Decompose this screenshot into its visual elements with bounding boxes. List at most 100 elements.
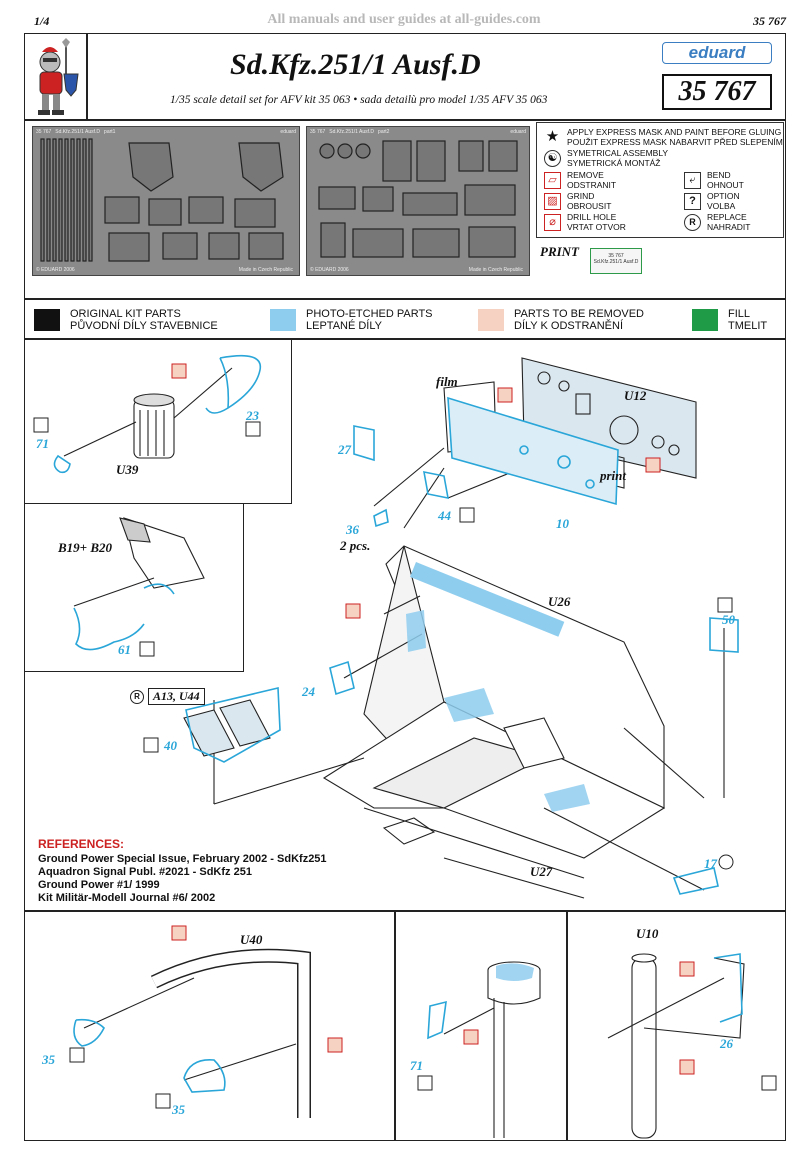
replace-note: R A13, U44 [130, 688, 205, 705]
remove-line2: DÍLY K ODSTRANĚNÍ [514, 320, 624, 332]
fret1-origin: Made in Czech Republic [238, 267, 293, 273]
fret2-brand: eduard [510, 129, 526, 135]
header-divider [86, 33, 88, 119]
colorbar-bottom-rule [24, 338, 786, 340]
reference-item: Ground Power #1/ 1999 [38, 879, 160, 891]
label-print: print [600, 468, 627, 483]
label-2pcs: 2 pcs. [340, 538, 371, 553]
swatch-pink [478, 309, 504, 331]
legend-option-line2: VOLBA [707, 201, 736, 211]
label-24: 24 [302, 684, 315, 699]
label-71b: 71 [410, 1058, 423, 1073]
fret1-code: 35 767 [36, 129, 52, 135]
drill-icon: ⌀ [544, 213, 561, 231]
bottom-divider-1 [394, 910, 396, 1141]
label-23: 23 [246, 408, 259, 423]
legend-mask-line2: POUŽIT EXPRESS MASK NABARVIT PŘED SLEPEN… [567, 137, 783, 147]
label-u10: U10 [636, 926, 659, 941]
yin-yang-icon: ☯ [544, 149, 561, 167]
swatch-green [692, 309, 718, 331]
assembly-drawings [33, 354, 777, 1139]
replace-note-icon: R [130, 689, 144, 704]
panel-b19 [24, 504, 244, 672]
fret2-part: part2 [378, 129, 390, 135]
page-title: Sd.Kfz.251/1 Ausf.D [230, 48, 481, 81]
references-title: REFERENCES: [38, 837, 125, 851]
pe-line1: PHOTO-ETCHED PARTS [306, 308, 433, 320]
legend-remove-line1: REMOVE [567, 170, 604, 180]
label-film: film [436, 374, 458, 389]
replace-icon: R [684, 213, 701, 231]
page-number: 1/4 [34, 14, 50, 28]
label-61: 61 [118, 642, 131, 657]
watermark: All manuals and user guides at all-guide… [267, 12, 541, 27]
legend-grind-line2: OBROUSIT [567, 201, 612, 211]
label-50: 50 [722, 612, 735, 627]
fill-line1: FILL [728, 308, 751, 320]
legend-replace-line1: REPLACE [707, 212, 747, 222]
page-subtitle: 1/35 scale detail set for AFV kit 35 063… [170, 94, 548, 106]
knight-mascot-icon [38, 38, 79, 115]
label-27: 27 [338, 442, 351, 457]
print-label: PRINT [540, 244, 579, 259]
header-bottom-rule [24, 119, 786, 121]
grind-icon: ▨ [544, 192, 561, 210]
fret1-name: Sd.Kfz.251/1 Ausf.D [55, 129, 101, 135]
remove-icon: ▱ [544, 171, 561, 189]
legend-mask-line1: APPLY EXPRESS MASK AND PAINT BEFORE GLUI… [567, 127, 782, 137]
question-icon: ? [684, 192, 701, 210]
label-40: 40 [164, 738, 177, 753]
label-b19: B19+ B20 [58, 540, 112, 555]
page-code: 35 767 [753, 14, 786, 28]
pe-fret-1: 35 767 Sd.Kfz.251/1 Ausf.D part1 eduard … [32, 126, 300, 276]
legend-box [536, 122, 784, 238]
pe-fret-2: 35 767 Sd.Kfz.251/1 Ausf.D part2 eduard … [306, 126, 530, 276]
legend-bend-line1: BEND [707, 170, 731, 180]
reference-item: Aquadron Signal Publ. #2021 - SdKfz 251 [38, 866, 252, 878]
legend-remove-line2: ODSTRANIT [567, 180, 617, 190]
colorbar-top-rule [24, 298, 786, 300]
label-u12: U12 [624, 388, 647, 403]
bottom-panels-rule [24, 910, 786, 912]
label-u39: U39 [116, 462, 139, 477]
fret1-parts-drawing [40, 138, 284, 262]
bend-icon: ⤶ [684, 171, 701, 189]
reference-item: Ground Power Special Issue, February 200… [38, 853, 327, 865]
print-sheet-thumbnail: 35 767 Sd.Kfz.251/1 Ausf.D [590, 248, 642, 274]
legend-drill-line1: DRILL HOLE [567, 212, 617, 222]
label-u27: U27 [530, 864, 553, 879]
star-icon: ★ [544, 128, 561, 146]
fret2-origin: Made in Czech Republic [468, 267, 523, 273]
legend-mask: ★ APPLY EXPRESS MASK AND PAINT BEFORE GL… [544, 127, 783, 147]
legend-drill-line2: VRTAT OTVOR [567, 222, 626, 232]
panel-u39 [24, 338, 292, 504]
label-36: 36 [346, 522, 359, 537]
remove-line1: PARTS TO BE REMOVED [514, 308, 644, 320]
label-26: 26 [720, 1036, 733, 1051]
label-71: 71 [36, 436, 49, 451]
swatch-black [34, 309, 60, 331]
pe-line2: LEPTANÉ DÍLY [306, 320, 383, 332]
reference-item: Kit Militär-Modell Journal #6/ 2002 [38, 892, 216, 904]
legend-sym-line2: SYMETRICKÁ MONTÁŽ [567, 158, 661, 168]
label-u40: U40 [240, 932, 263, 947]
legend-sym-line1: SYMETRICAL ASSEMBLY [567, 148, 669, 158]
fret2-code: 35 767 [310, 129, 326, 135]
label-35a: 35 [42, 1052, 55, 1067]
original-line1: ORIGINAL KIT PARTS [70, 308, 181, 320]
fret2-parts-drawing [318, 140, 518, 258]
page-frame [24, 33, 786, 1141]
label-44: 44 [438, 508, 451, 523]
legend-option-line1: OPTION [707, 191, 740, 201]
label-17: 17 [704, 856, 717, 871]
